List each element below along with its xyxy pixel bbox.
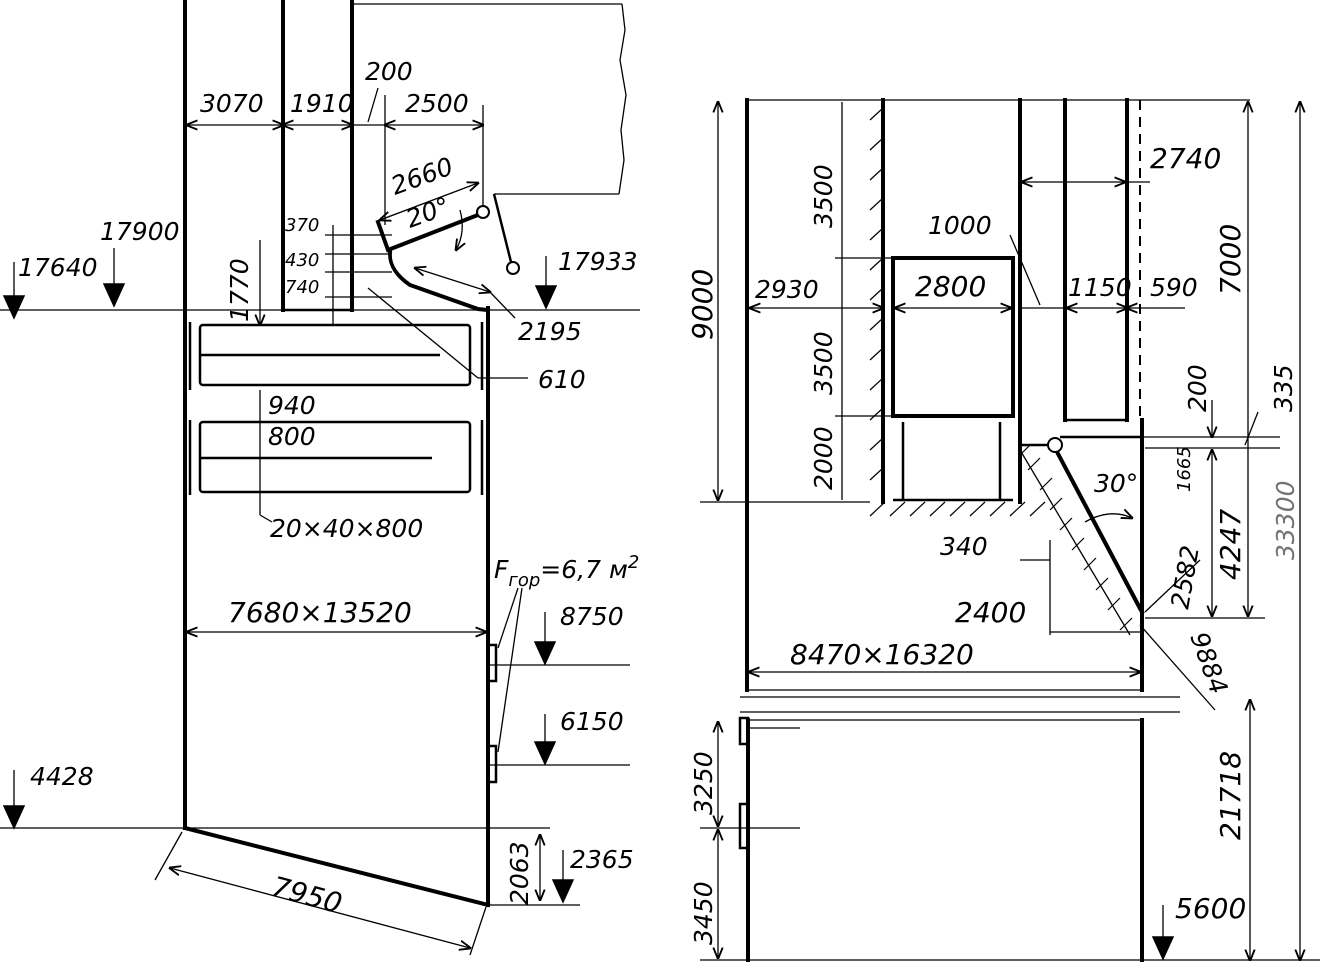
- dim-4247: 4247: [1214, 509, 1247, 580]
- elevation-2365: 2365: [570, 845, 634, 874]
- dim-940: 940: [268, 391, 316, 420]
- elevation-4428: 4428: [30, 762, 94, 791]
- dim-9884: 9884: [1184, 628, 1233, 698]
- dim-430: 430: [285, 250, 319, 271]
- dim-2582: 2582: [1165, 543, 1205, 611]
- dim-9000: 9000: [686, 269, 719, 340]
- dim-590: 590: [1150, 273, 1198, 302]
- furnace-section-right: 8470×16320: [790, 638, 974, 671]
- dim-3450: 3450: [689, 881, 718, 945]
- dim-7000: 7000: [1214, 224, 1247, 295]
- dim-2930: 2930: [755, 275, 819, 304]
- angle-30: 30°: [1094, 469, 1138, 498]
- furnace-section-left: 7680×13520: [228, 596, 412, 629]
- dim-2195: 2195: [518, 317, 582, 346]
- dim-33300: 33300: [1271, 480, 1300, 560]
- left-view: 3070 1910 200 2500 2660 20° 370 430 740 …: [0, 0, 640, 956]
- dim-2800: 2800: [915, 270, 986, 303]
- dim-335: 335: [1269, 364, 1298, 412]
- dim-1000: 1000: [928, 211, 992, 240]
- dim-7950: 7950: [268, 870, 345, 920]
- grate-bar-size: 20×40×800: [270, 514, 423, 543]
- heating-area-label: Fгор=6,7 м2: [494, 552, 639, 591]
- dim-2660: 2660: [387, 152, 457, 201]
- dim-2000: 2000: [809, 426, 838, 490]
- right-view: 9000 3500 3500 2000 2930 2800 1000 1150 …: [686, 98, 1320, 962]
- elevation-17933: 17933: [558, 247, 638, 276]
- elevation-17640: 17640: [18, 253, 98, 282]
- dim-1770: 1770: [225, 258, 254, 322]
- dim-2400: 2400: [955, 596, 1026, 629]
- dim-800: 800: [268, 422, 316, 451]
- dim-370: 370: [285, 215, 319, 236]
- elevation-5600: 5600: [1175, 892, 1246, 925]
- elevation-6150: 6150: [560, 707, 624, 736]
- dim-1150: 1150: [1068, 273, 1132, 302]
- dim-1910: 1910: [290, 89, 354, 118]
- dim-3500-upper: 3500: [809, 164, 838, 228]
- dim-200: 200: [1183, 364, 1212, 412]
- dim-3250: 3250: [689, 751, 718, 815]
- dim-3070: 3070: [200, 89, 264, 118]
- dim-2500: 2500: [405, 89, 469, 118]
- elevation-17900: 17900: [100, 217, 180, 246]
- dim-610: 610: [538, 365, 586, 394]
- elevation-8750: 8750: [560, 602, 624, 631]
- dim-340: 340: [940, 532, 988, 561]
- dim-200: 200: [365, 57, 413, 86]
- dim-2063: 2063: [505, 841, 534, 905]
- dim-2740: 2740: [1150, 142, 1221, 175]
- dim-1665: 1665: [1174, 446, 1195, 492]
- dim-740: 740: [285, 277, 319, 298]
- dim-3500-lower: 3500: [809, 331, 838, 395]
- dim-21718: 21718: [1214, 751, 1247, 840]
